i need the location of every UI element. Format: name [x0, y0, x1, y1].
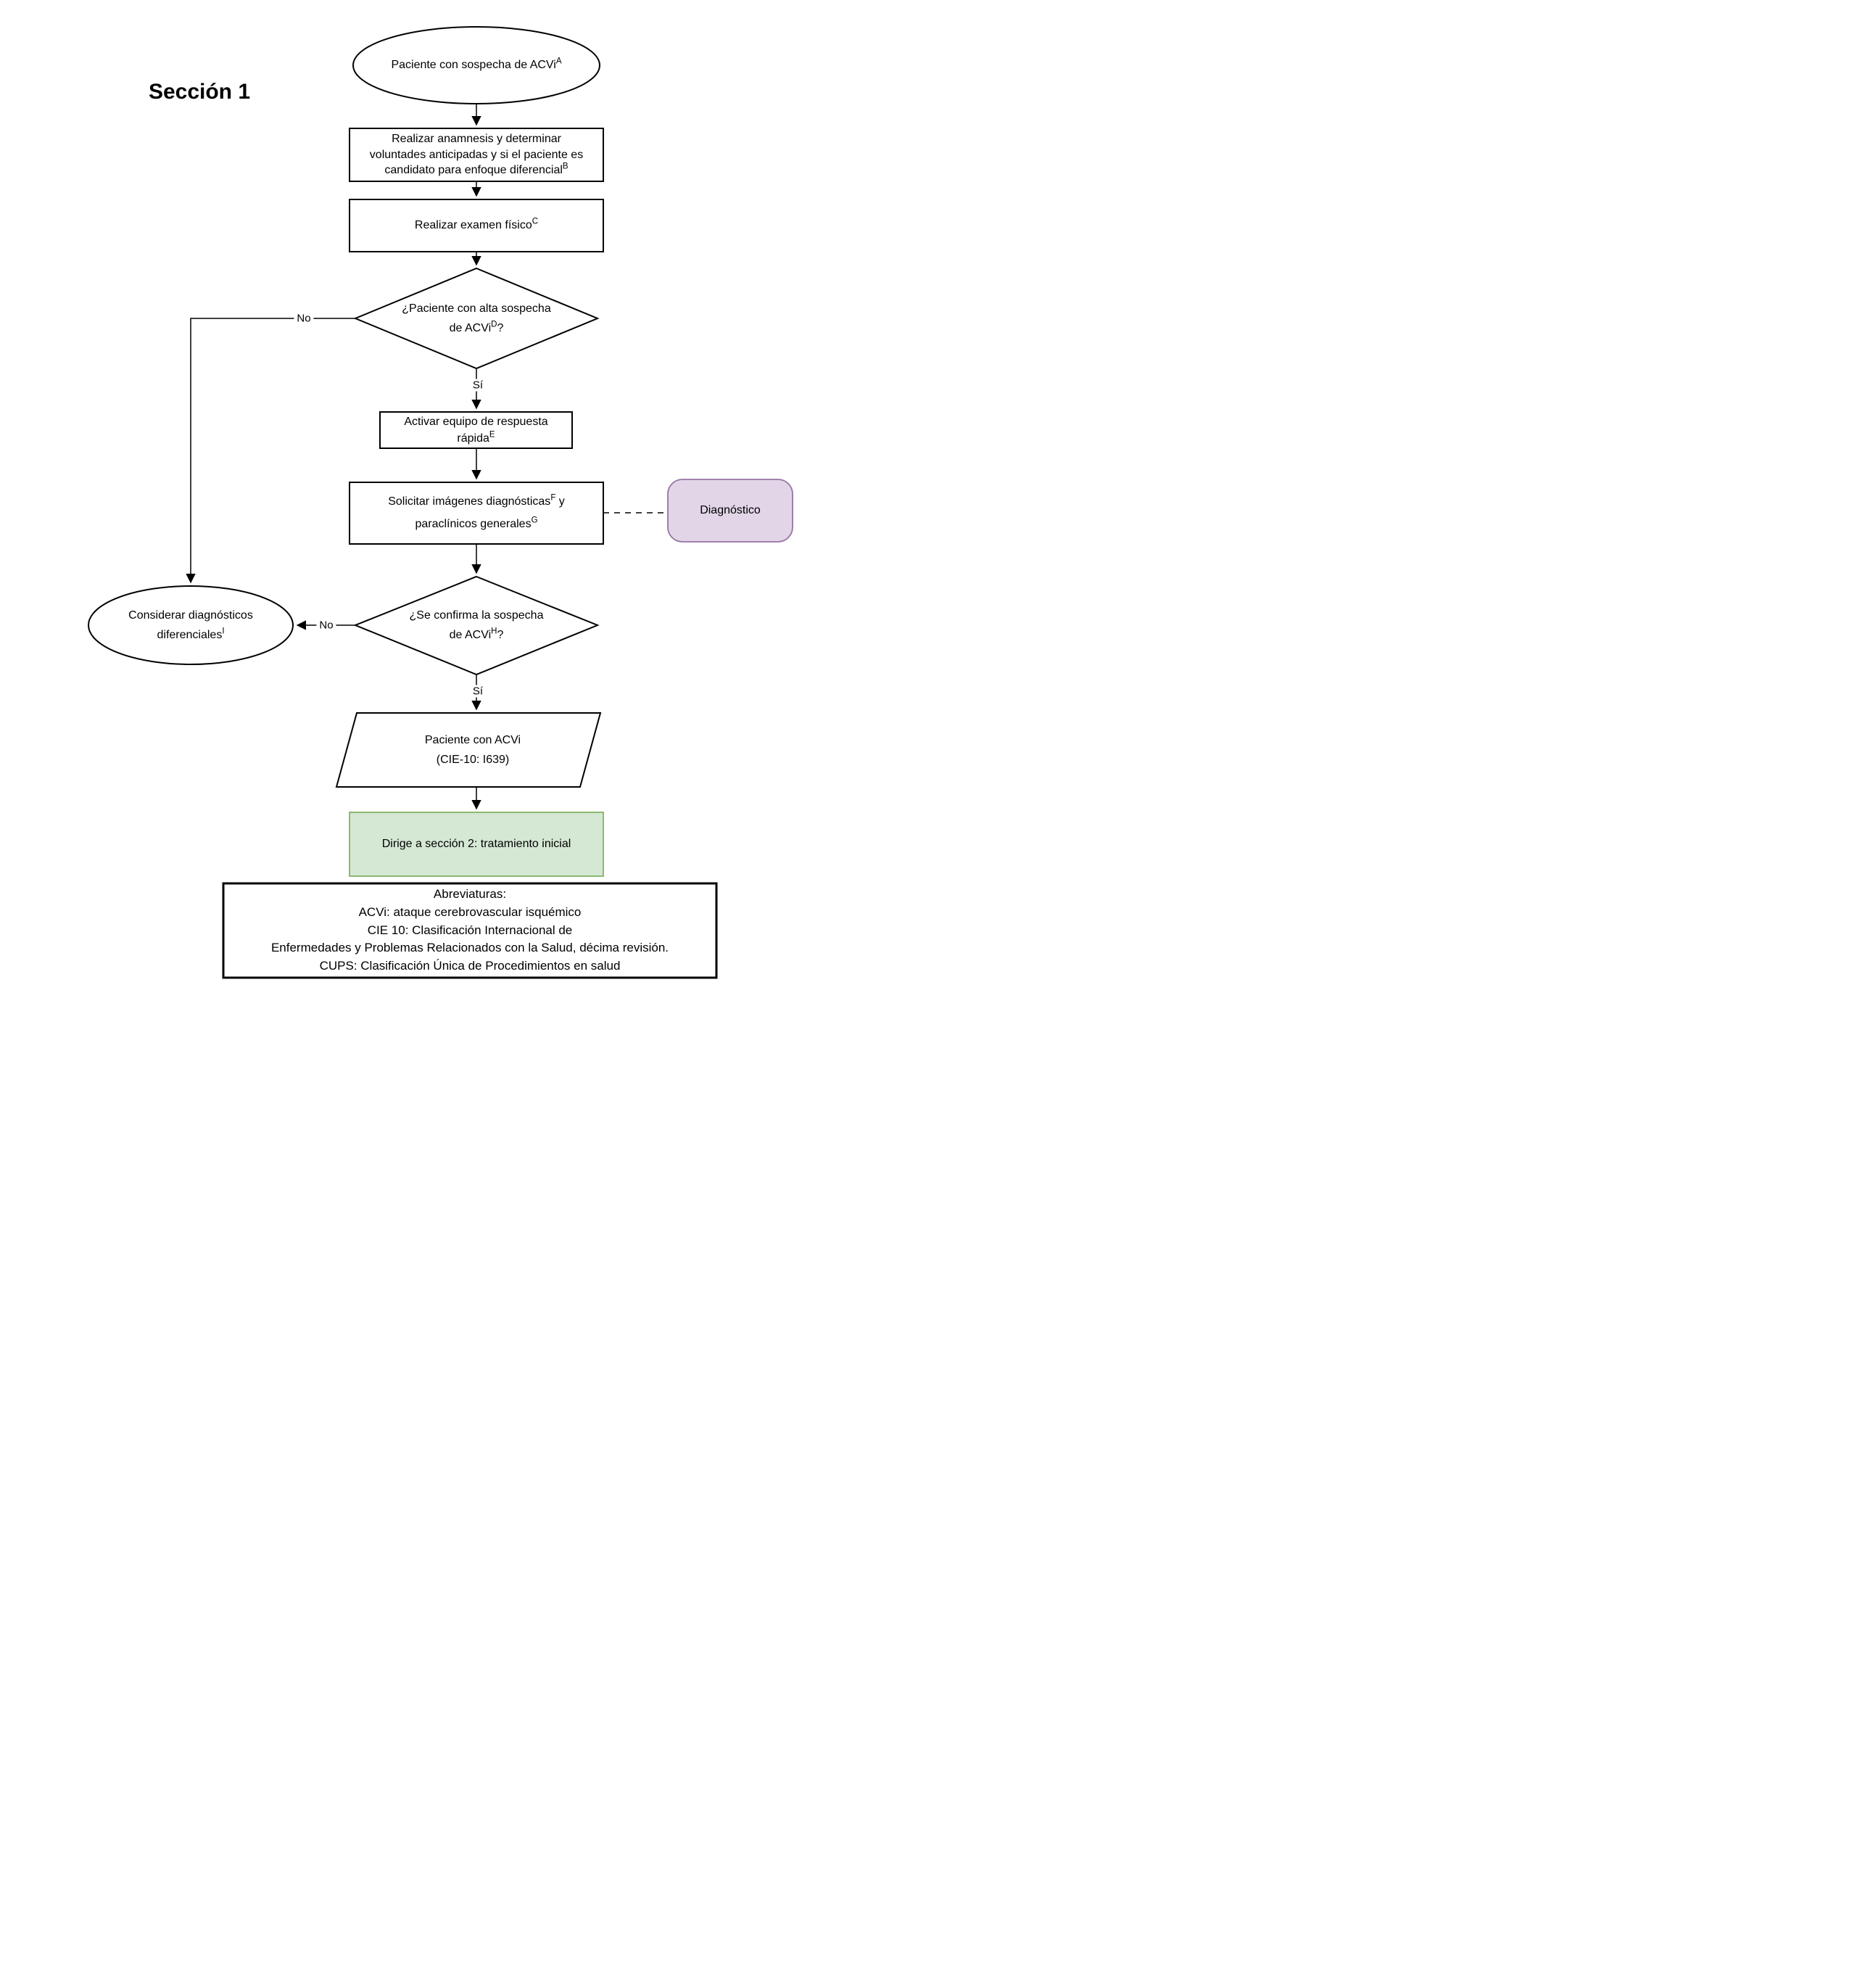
legend-line: Enfermedades y Problemas Relacionados co…: [270, 941, 669, 955]
differentials-label: Considerar diagnósticos diferencialesI: [128, 609, 253, 641]
decision1-yes-label: Sí: [469, 379, 487, 392]
anamnesis-label: Realizar anamnesis y determinar voluntad…: [369, 133, 584, 177]
differentials-ellipse-shape: [88, 585, 294, 665]
decision2-yes-label: Sí: [469, 685, 487, 698]
decision2-diamond-shape: [353, 575, 600, 676]
activate-team-rect-shape: [379, 411, 573, 449]
decision1-no-label: No: [294, 312, 314, 325]
section2-rect-shape: [349, 812, 604, 877]
legend-line: CIE 10: Clasificación Internacional de: [367, 923, 573, 937]
activate-team-label: Activar equipo de respuesta rápidaE: [404, 415, 548, 445]
legend-line: ACVi: ataque cerebrovascular isquémico: [358, 905, 582, 920]
flowchart-canvas: Sección 1 Paciente con sospecha de ACViA…: [0, 0, 937, 994]
flowchart-shapes-layer: [88, 26, 793, 979]
patient-acvi-label: Paciente con ACVi (CIE-10: I639): [424, 733, 521, 766]
decision2-no-label: No: [316, 619, 336, 632]
legend-box-shape: [222, 882, 718, 979]
start-label: Paciente con sospecha de ACViA: [391, 57, 562, 72]
diagnosis-ref-rounded-shape: [667, 479, 793, 543]
decision2-label: ¿Se confirma la sospecha de ACViH?: [409, 609, 544, 641]
legend-line: Abreviaturas:: [433, 887, 507, 902]
imaging-label: Solicitar imágenes diagnósticasF y parac…: [388, 493, 565, 530]
legend-abbreviations: Abreviaturas: ACVi: ataque cerebrovascul…: [223, 883, 716, 978]
exam-rect-shape: [349, 199, 604, 252]
legend-line: CUPS: Clasificación Única de Procedimien…: [319, 958, 621, 973]
exam-label: Realizar examen físicoC: [414, 217, 539, 232]
connector-decision1-no-differentials: [186, 318, 355, 584]
section-title: Sección 1: [148, 80, 251, 104]
anamnesis-rect-shape: [349, 128, 604, 182]
decision1-label: ¿Paciente con alta sospecha de ACViD?: [402, 302, 551, 334]
imaging-rect-shape: [349, 482, 604, 545]
patient-acvi-parallelogram-shape: [335, 712, 602, 788]
diagnosis-ref-label: Diagnóstico: [700, 504, 761, 517]
start-ellipse-shape: [352, 26, 600, 104]
section2-label: Dirige a sección 2: tratamiento inicial: [381, 838, 571, 851]
decision1-diamond-shape: [353, 267, 600, 370]
